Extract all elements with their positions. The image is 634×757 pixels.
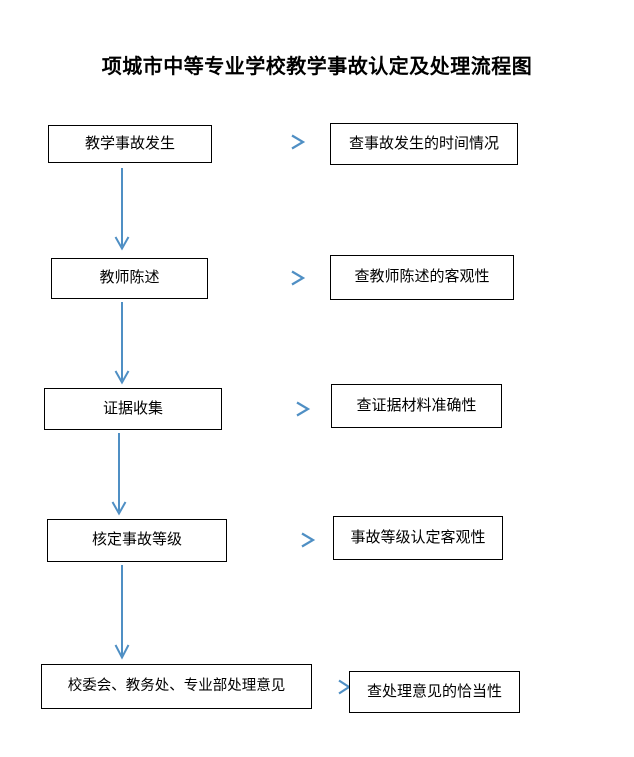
arrow-step-3-horizontal — [233, 398, 315, 420]
arrow-step-2-horizontal — [228, 267, 310, 289]
node-step-4-side[interactable]: 事故等级认定客观性 — [333, 516, 503, 560]
page-title: 项城市中等专业学校教学事故认定及处理流程图 — [101, 56, 533, 78]
arrow-step-2-to-step-3-vertical — [110, 302, 134, 388]
node-step-2-side[interactable]: 查教师陈述的客观性 — [330, 255, 514, 300]
node-step-2-main[interactable]: 教师陈述 — [51, 258, 208, 299]
node-step-3-side[interactable]: 查证据材料准确性 — [331, 384, 502, 428]
node-step-4-main[interactable]: 核定事故等级 — [47, 519, 227, 562]
arrow-step-3-to-step-4-vertical — [107, 433, 131, 519]
node-step-3-main[interactable]: 证据收集 — [44, 388, 222, 430]
arrow-step-4-horizontal — [238, 529, 320, 551]
arrow-step-4-to-step-5-vertical — [110, 565, 134, 663]
node-step-1-main[interactable]: 教学事故发生 — [48, 125, 212, 163]
node-step-5-side[interactable]: 查处理意见的恰当性 — [349, 671, 520, 713]
arrow-step-1-to-step-2-vertical — [110, 168, 134, 254]
node-step-5-main[interactable]: 校委会、教务处、专业部处理意见 — [41, 664, 312, 709]
arrow-step-1-horizontal — [228, 131, 310, 153]
node-step-1-side[interactable]: 查事故发生的时间情况 — [330, 123, 518, 165]
